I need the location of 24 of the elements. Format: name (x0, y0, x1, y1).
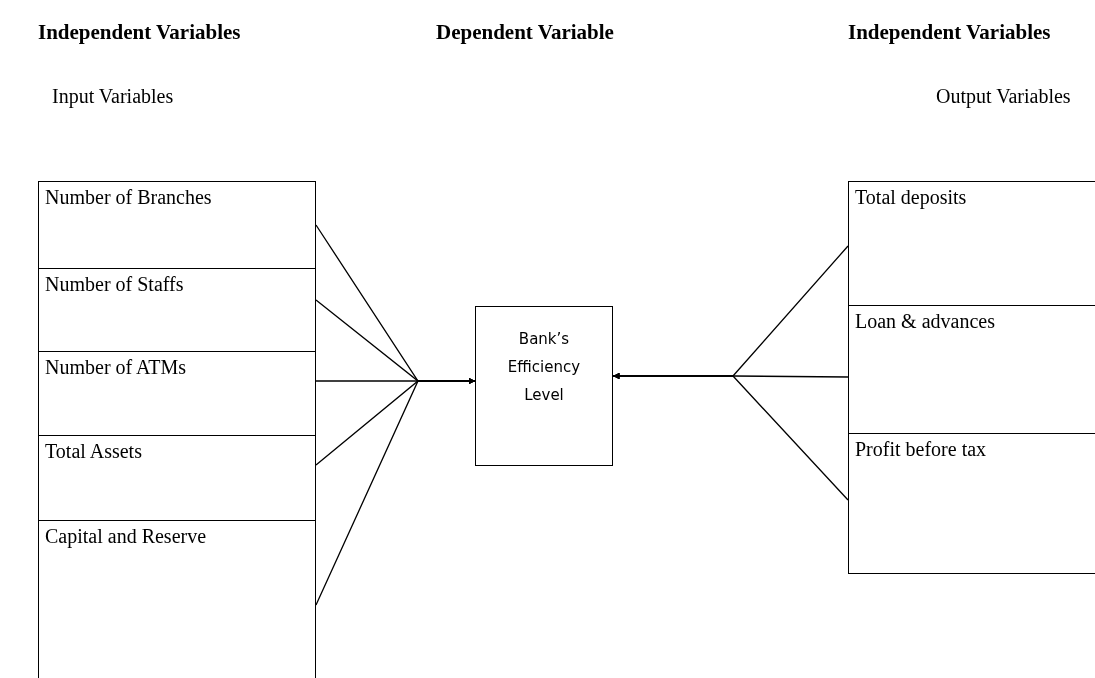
variable-box (38, 520, 316, 678)
outcome-box (475, 306, 613, 466)
variable-box (848, 433, 1095, 574)
variable-box (38, 435, 316, 521)
box-label: Bank’s Efficiency Level (506, 329, 582, 406)
box-label: Profit before tax (855, 438, 987, 461)
box-label: Loan & advances (855, 310, 995, 333)
column-subheading: Output Variables (936, 85, 1071, 108)
connector-arrow (315, 377, 476, 606)
variable-box (848, 181, 1095, 306)
column-heading: Dependent Variable (436, 20, 614, 45)
variable-box (38, 181, 316, 269)
variable-box (38, 268, 316, 352)
column-heading: Independent Variables (38, 20, 241, 45)
variable-box (38, 351, 316, 436)
box-label: Total deposits (855, 186, 967, 209)
box-label: Capital and Reserve (45, 525, 207, 548)
box-label: Number of ATMs (45, 356, 187, 379)
box-label: Total Assets (45, 440, 142, 463)
connector-arrow (612, 372, 849, 501)
column-subheading: Input Variables (52, 85, 174, 108)
box-label: Number of Branches (45, 186, 212, 209)
column-heading: Independent Variables (848, 20, 1051, 45)
box-label: Number of Staffs (45, 273, 184, 296)
